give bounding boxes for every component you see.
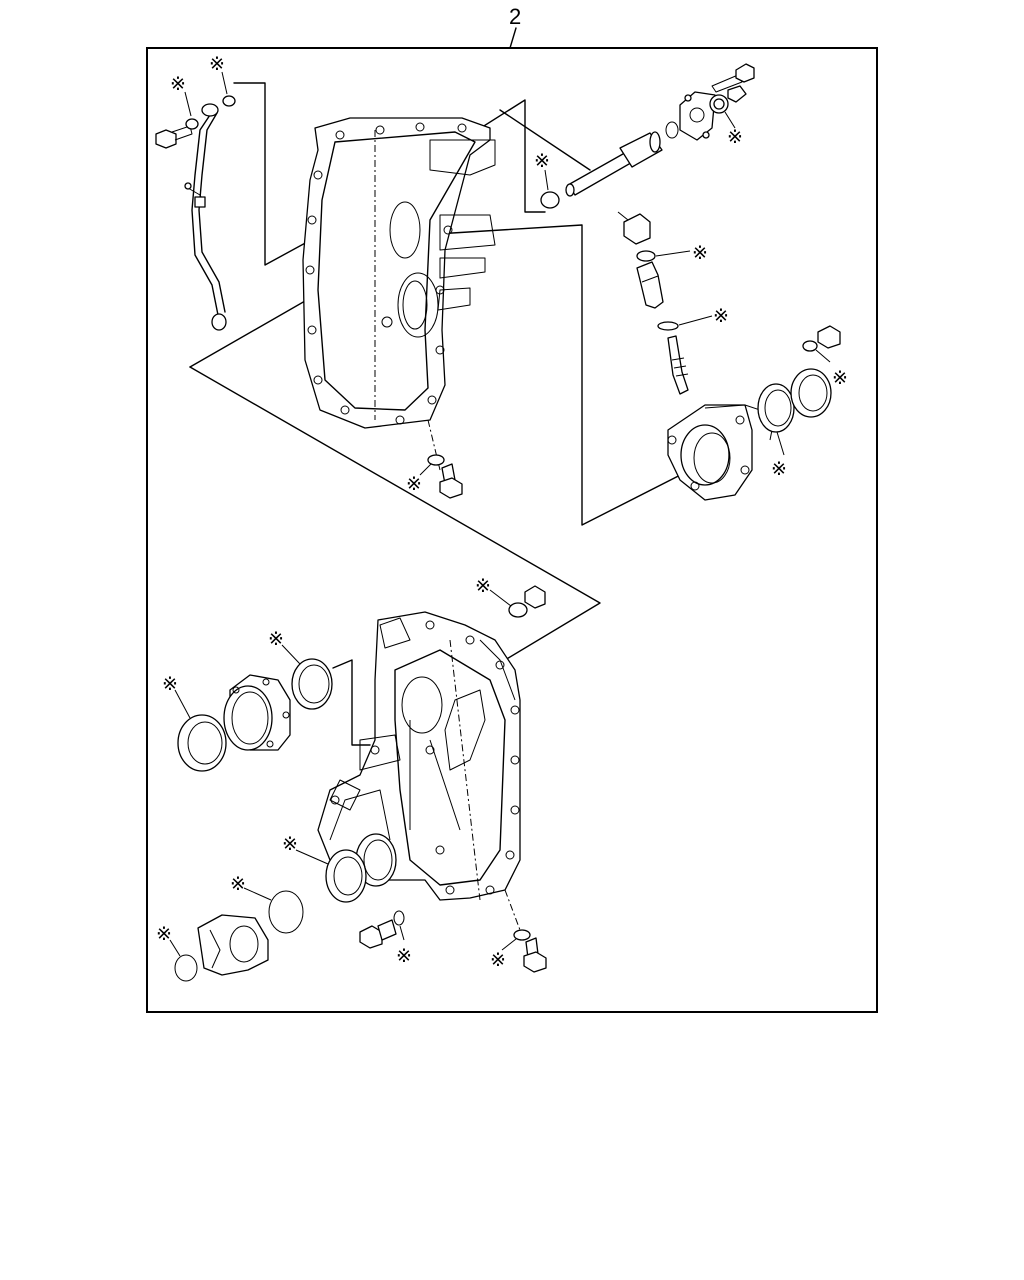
- assembly-number-label: 2: [509, 4, 521, 29]
- oil-pipe-assembly: [184, 103, 227, 331]
- assembly-line-seal-link: [332, 659, 371, 746]
- filler-plug-washer: [508, 602, 528, 618]
- pipe-washer-1: [185, 118, 199, 130]
- drain-plug-upper: [439, 463, 463, 499]
- speedometer-sensor: [636, 261, 664, 309]
- flange-plug: [727, 85, 747, 103]
- replacement-mark: ※: [713, 305, 729, 327]
- replacement-marks: ※ ※ ※ ※ ※ ※ ※ ※ ※ ※ ※ ※ ※ ※ ※ ※ ※: [156, 53, 848, 971]
- front-bearing-housing: [223, 674, 291, 751]
- rear-cover-housing: [667, 404, 776, 501]
- filler-plug: [524, 585, 546, 609]
- upper-transfer-case: [302, 117, 496, 471]
- replacement-mark: ※: [170, 73, 186, 95]
- plug-right: [817, 325, 841, 349]
- assembly-line-output-shaft: [499, 109, 591, 171]
- shaft-snap-ring: [665, 121, 679, 139]
- drain-plug-lower: [523, 937, 547, 973]
- replacement-mark: ※: [156, 923, 172, 945]
- speedometer-driven-gear: [667, 335, 689, 395]
- replacement-mark: ※: [268, 628, 284, 650]
- shaft-bushing: [540, 191, 560, 209]
- rear-oil-seal-2: [790, 368, 832, 418]
- plug-oring-lower-left: [393, 910, 405, 926]
- replacement-mark-leaders: [169, 71, 831, 957]
- replacement-mark: ※: [832, 367, 848, 389]
- replacement-mark: ※: [534, 150, 550, 172]
- companion-yoke: [197, 914, 269, 976]
- drain-plug-centerline-lower: [504, 889, 521, 931]
- flange-oring-inner: [713, 98, 725, 110]
- output-flange: [679, 91, 716, 141]
- replacement-mark: ※: [230, 873, 246, 895]
- replacement-mark: ※: [771, 458, 787, 480]
- yoke-dust-cap: [174, 954, 198, 982]
- drain-washer-upper: [427, 454, 445, 466]
- front-oil-seal-left: [177, 714, 227, 772]
- plug-oring-right: [802, 340, 818, 352]
- replacement-mark: ※: [692, 242, 708, 264]
- replacement-mark: ※: [406, 473, 422, 495]
- rear-oil-seal-1: [757, 383, 795, 433]
- replacement-mark: ※: [727, 126, 743, 148]
- input-oil-seal: [325, 849, 367, 903]
- sensor-washer: [636, 250, 656, 262]
- assembly-line-lower: [189, 366, 601, 661]
- diagram-frame: [146, 47, 878, 1013]
- replacement-mark: ※: [162, 673, 178, 695]
- drain-washer-lower: [513, 929, 531, 941]
- oil-pipe-bolt: [155, 125, 193, 149]
- replacement-mark: ※: [396, 945, 412, 967]
- speedometer-sensor-cap: [617, 211, 651, 245]
- output-shaft: [565, 131, 663, 197]
- yoke-oring: [268, 890, 304, 934]
- drain-plug-centerline-upper: [427, 419, 441, 471]
- front-oil-seal-upper: [291, 658, 333, 710]
- replacement-mark: ※: [209, 53, 225, 75]
- assembly-callout-leader: [509, 27, 517, 49]
- replacement-mark: ※: [475, 575, 491, 597]
- plug-lower-left: [359, 919, 397, 949]
- pipe-washer-2: [222, 95, 236, 107]
- sensor-oring: [657, 321, 679, 331]
- replacement-mark: ※: [282, 833, 298, 855]
- flange-bolt: [711, 63, 755, 93]
- replacement-mark: ※: [490, 949, 506, 971]
